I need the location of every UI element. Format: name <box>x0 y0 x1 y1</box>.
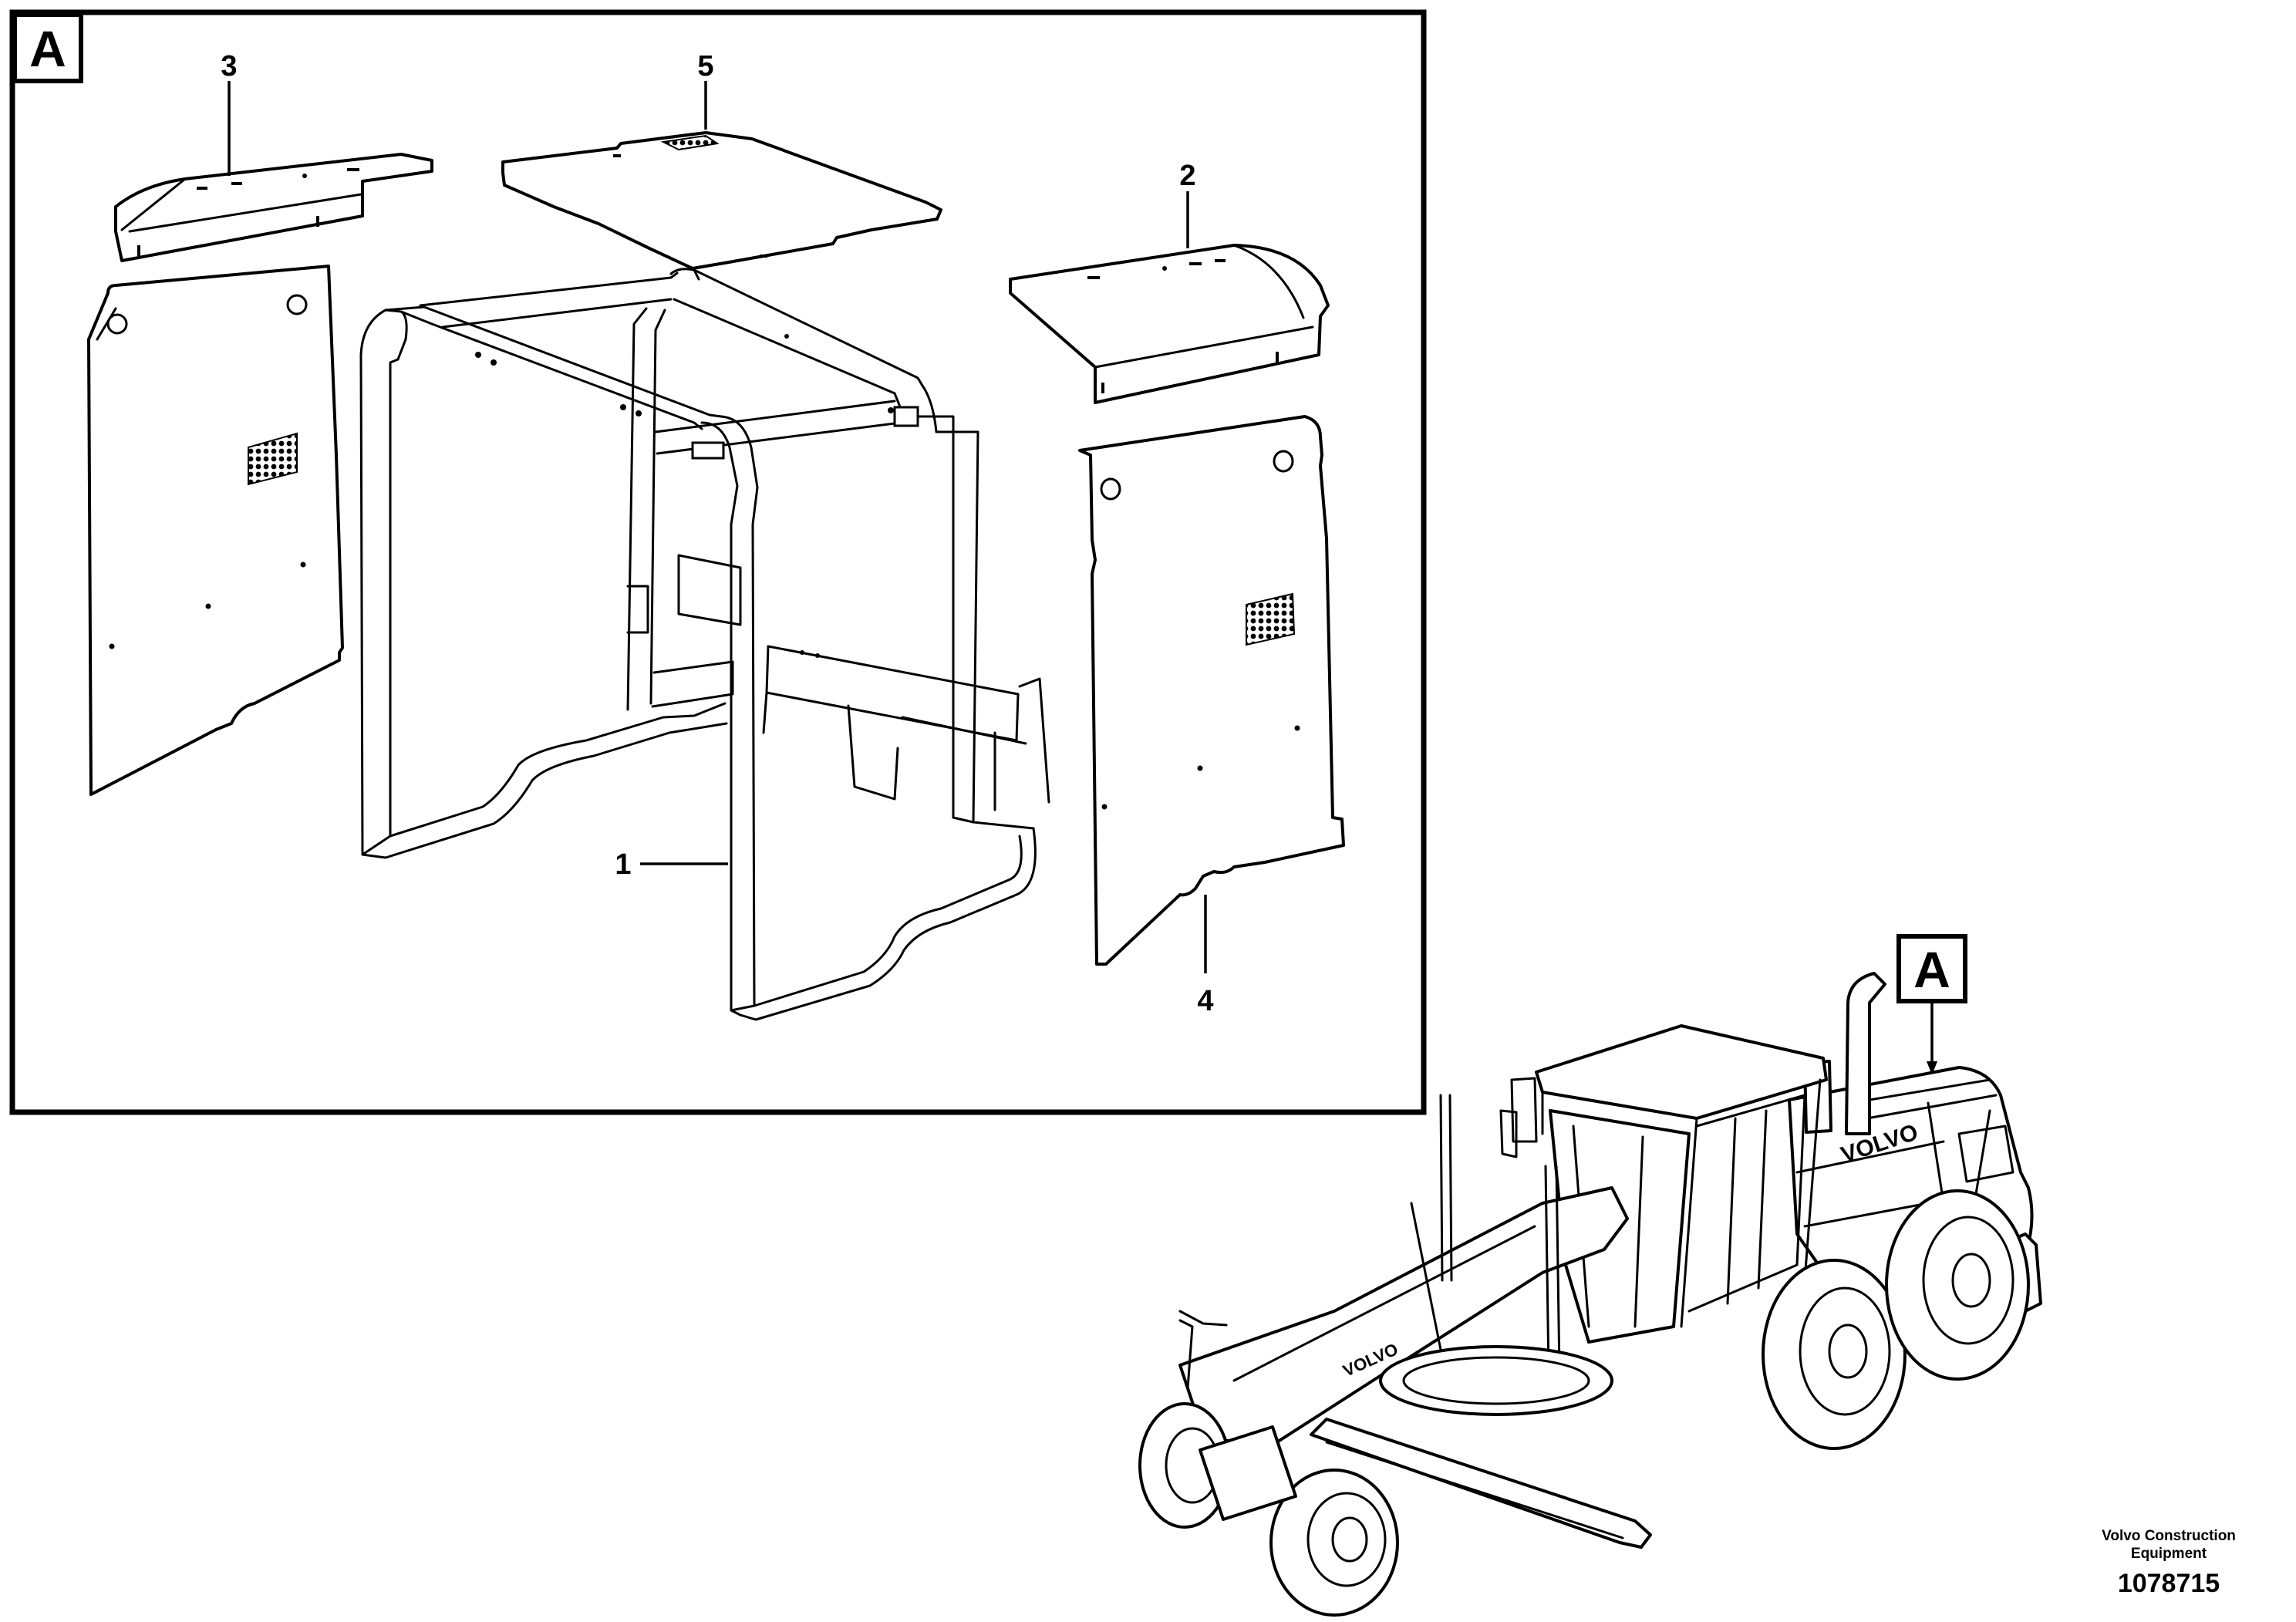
left-side-panel <box>87 265 344 796</box>
front-wheel-right <box>1269 1469 1399 1617</box>
part-5-roof-sheet <box>501 131 942 270</box>
part-1-cab-frame <box>359 268 1050 1021</box>
callout-5: 5 <box>697 50 713 83</box>
drawing-number: 1078715 <box>2117 1569 2220 1598</box>
part-3-left-roof-panel <box>114 153 433 262</box>
part-2-right-roof-panel <box>1009 244 1330 404</box>
detail-view-border <box>9 9 1427 1115</box>
rear-wheel-1 <box>1762 1259 1907 1450</box>
callout-4: 4 <box>1197 985 1213 1017</box>
part-4-right-side-panel <box>1078 415 1345 966</box>
detail-view-tag-box <box>12 12 83 83</box>
credit-company: Volvo Construction Equipment <box>2102 1528 2236 1562</box>
callout-2: 2 <box>1179 160 1195 192</box>
overview-tag-box <box>1896 934 1967 1003</box>
overview-motor-grader: A <box>1138 934 2042 1617</box>
detail-view-tag: A <box>29 20 66 77</box>
callouts: 3 5 2 1 4 <box>221 50 1213 1017</box>
detail-view: A <box>9 9 1427 1115</box>
callout-1: 1 <box>615 848 631 881</box>
rear-wheel-2 <box>1885 1189 2030 1381</box>
overview-tag: A <box>1913 941 1950 998</box>
callout-3: 3 <box>221 50 237 83</box>
